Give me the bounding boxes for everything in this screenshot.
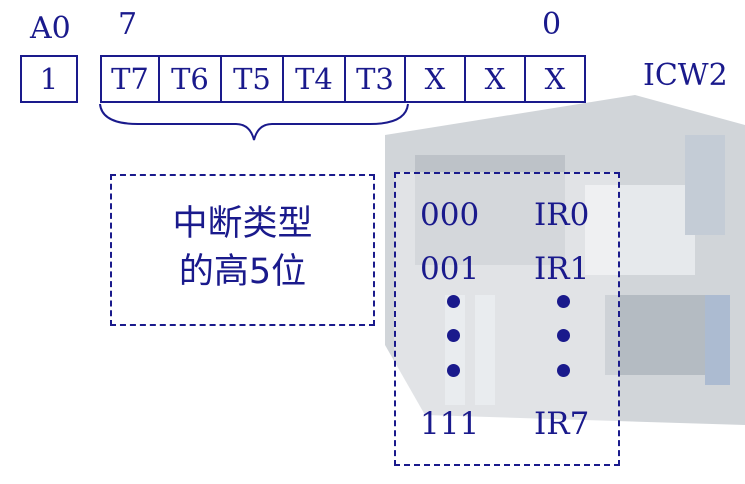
code-111: 111 xyxy=(420,406,480,442)
ir-1: IR1 xyxy=(534,251,590,287)
bit-t7: T7 xyxy=(100,55,160,103)
ellipsis-dot xyxy=(557,295,570,308)
bit7-label: 7 xyxy=(118,7,138,42)
bit-t5: T5 xyxy=(220,55,284,103)
ellipsis-dot xyxy=(557,329,570,342)
bit-x-2: X xyxy=(404,55,466,103)
icw2-label: ICW2 xyxy=(643,58,728,93)
bit-t4: T4 xyxy=(282,55,346,103)
interrupt-type-line2: 的高5位 xyxy=(178,252,307,292)
bit-x-1: X xyxy=(464,55,526,103)
a0-value-box: 1 xyxy=(20,55,78,103)
bit-x-0: X xyxy=(524,55,586,103)
ir-7: IR7 xyxy=(534,406,590,442)
motherboard-background-image xyxy=(385,95,745,425)
ellipsis-dot xyxy=(557,364,570,377)
brace-connector xyxy=(99,103,409,141)
interrupt-type-box: 中断类型 的高5位 xyxy=(110,174,375,326)
bit-t6: T6 xyxy=(158,55,222,103)
ellipsis-dot xyxy=(447,295,460,308)
bit0-label: 0 xyxy=(542,7,562,42)
a0-label: A0 xyxy=(30,11,71,46)
ir-mapping-box xyxy=(394,172,620,466)
bit-t3: T3 xyxy=(344,55,406,103)
code-000: 000 xyxy=(420,197,480,233)
interrupt-type-line1: 中断类型 xyxy=(172,204,313,244)
ellipsis-dot xyxy=(447,329,460,342)
ellipsis-dot xyxy=(447,364,460,377)
code-001: 001 xyxy=(420,251,480,287)
ir-0: IR0 xyxy=(534,197,590,233)
